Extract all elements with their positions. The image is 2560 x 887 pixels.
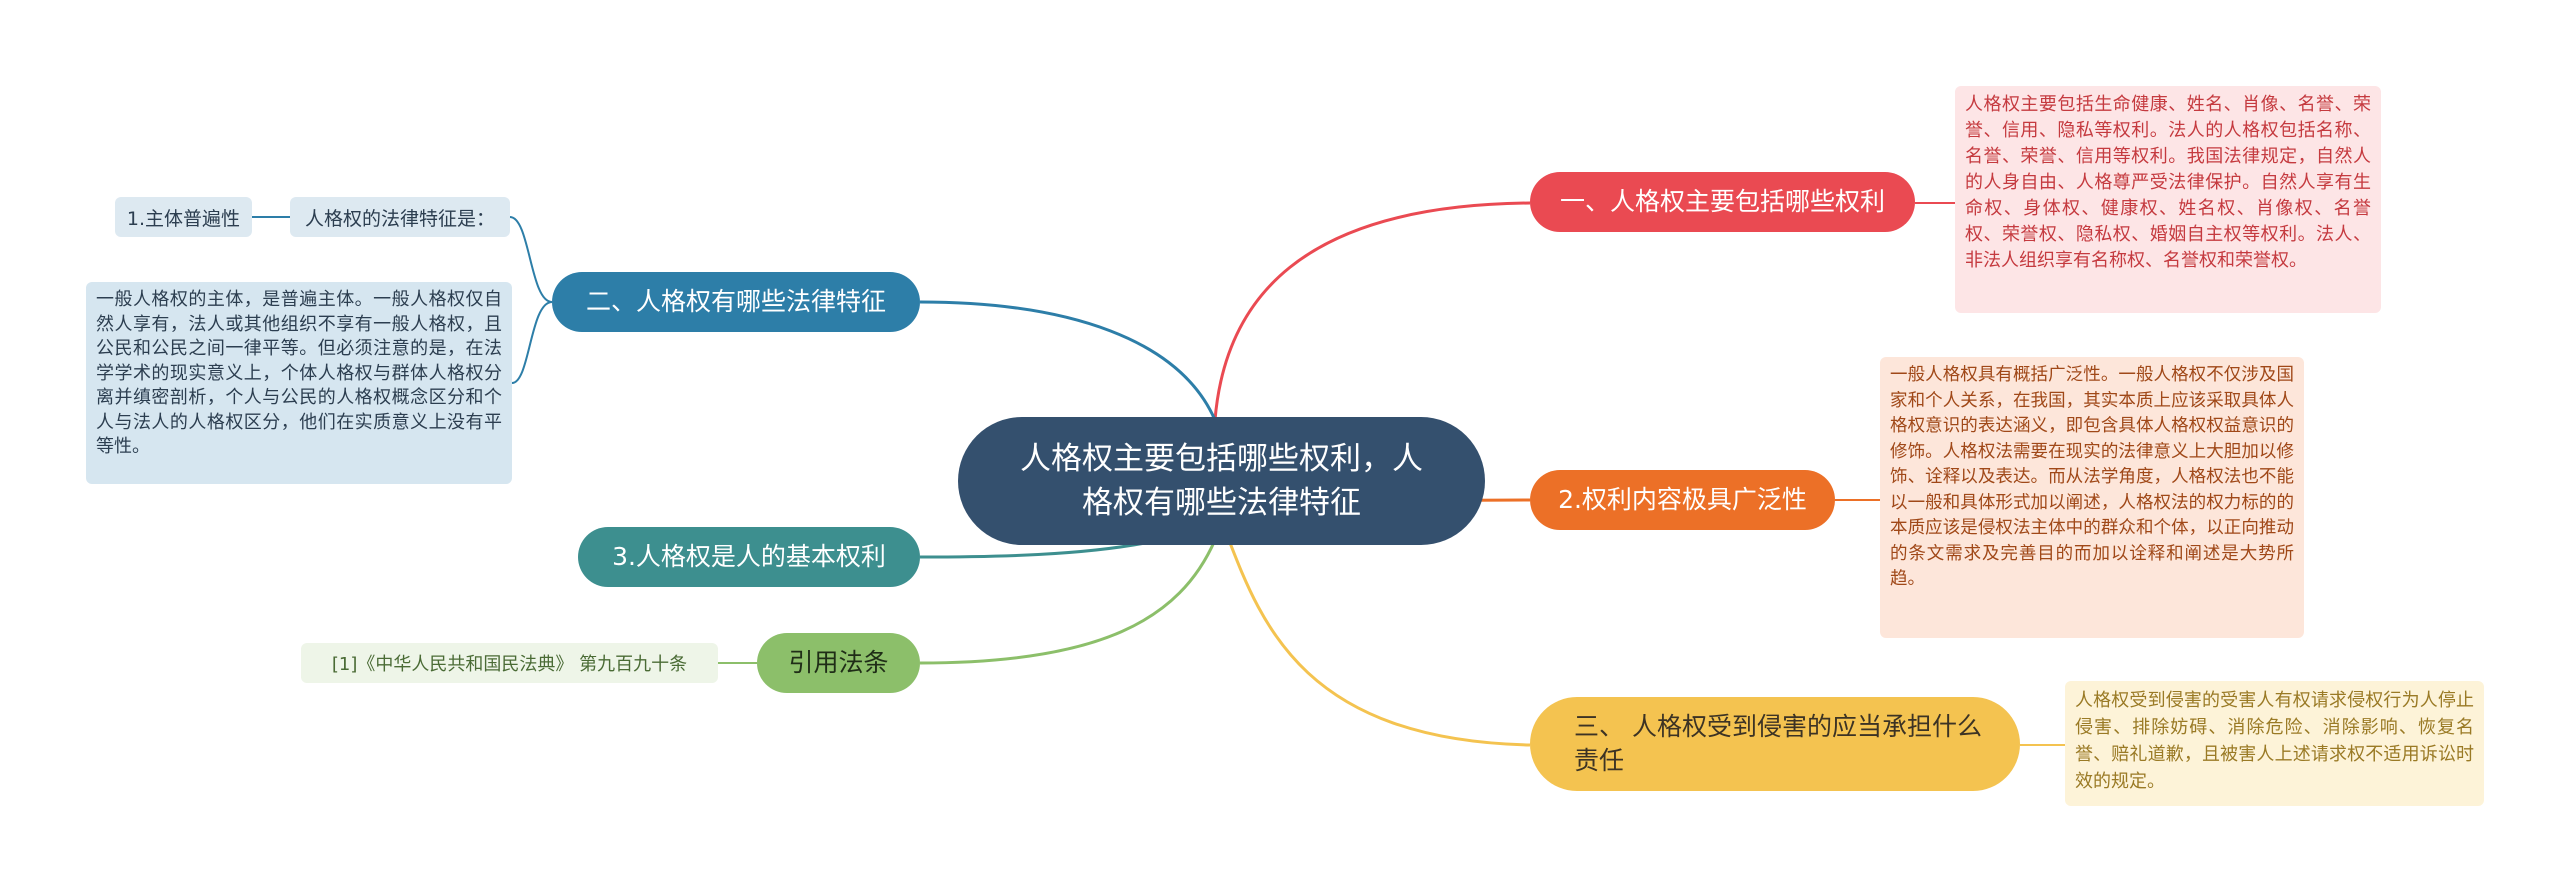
edge-center-rights xyxy=(1213,201,1531,421)
liability-detail-note: 人格权受到侵害的受害人有权请求侵权行为人停止侵害、排除妨碍、消除危险、消除影响、… xyxy=(2065,681,2484,806)
citation-ref-text: [1]《中华人民共和国民法典》 第九百九十条 xyxy=(331,654,688,675)
edge-features-detail xyxy=(511,301,553,384)
branch-basic-right-label: 3.人格权是人的基本权利 xyxy=(612,542,886,571)
broad-detail-text: 一般人格权具有概括广泛性。一般人格权不仅涉及国家和个人关系，在我国，其实本质上应… xyxy=(1890,365,2294,589)
branch-broad-label: 2.权利内容极具广泛性 xyxy=(1558,485,1807,514)
branch-liability-label: 三、 人格权受到侵害的应当承担什么责任 xyxy=(1574,712,1982,775)
central-topic-label: 人格权主要包括哪些权利，人格权有哪些法律特征 xyxy=(1020,441,1423,521)
feature-item-universality[interactable]: 1.主体普遍性 xyxy=(115,197,252,237)
citation-ref-note[interactable]: [1]《中华人民共和国民法典》 第九百九十条 xyxy=(301,643,718,683)
features-sub-topic-label: 人格权的法律特征是： xyxy=(304,207,495,230)
broad-detail-note: 一般人格权具有概括广泛性。一般人格权不仅涉及国家和个人关系，在我国，其实本质上应… xyxy=(1880,357,2304,638)
edge-center-features xyxy=(919,300,1217,421)
rights-detail-text: 人格权主要包括生命健康、姓名、肖像、名誉、荣誉、信用、隐私等权利。法人的人格权包… xyxy=(1965,94,2371,271)
feature-item-universality-label: 1.主体普遍性 xyxy=(126,207,241,230)
branch-features[interactable]: 二、人格权有哪些法律特征 xyxy=(552,272,920,332)
rights-detail-note: 人格权主要包括生命健康、姓名、肖像、名誉、荣誉、信用、隐私等权利。法人的人格权包… xyxy=(1955,86,2381,313)
features-detail-text: 一般人格权的主体，是普遍主体。一般人格权仅自然人享有，法人或其他组织不享有一般人… xyxy=(96,289,502,457)
edge-features-sub xyxy=(509,216,553,303)
branch-basic-right[interactable]: 3.人格权是人的基本权利 xyxy=(578,527,920,587)
branch-rights[interactable]: 一、人格权主要包括哪些权利 xyxy=(1530,172,1915,232)
liability-detail-text: 人格权受到侵害的受害人有权请求侵权行为人停止侵害、排除妨碍、消除危险、消除影响、… xyxy=(2075,690,2474,792)
edge-center-liability xyxy=(1223,529,1531,747)
features-sub-topic[interactable]: 人格权的法律特征是： xyxy=(290,197,510,237)
branch-features-label: 二、人格权有哪些法律特征 xyxy=(585,287,886,316)
branch-liability[interactable]: 三、 人格权受到侵害的应当承担什么责任 xyxy=(1530,697,2020,791)
features-detail-note: 一般人格权的主体，是普遍主体。一般人格权仅自然人享有，法人或其他组织不享有一般人… xyxy=(86,282,512,484)
branch-citation-label: 引用法条 xyxy=(788,648,889,677)
central-topic[interactable]: 人格权主要包括哪些权利，人格权有哪些法律特征 xyxy=(958,417,1485,545)
edge-center-basic xyxy=(919,541,1146,559)
edge-center-citation xyxy=(919,539,1217,665)
branch-citation[interactable]: 引用法条 xyxy=(757,633,920,693)
branch-rights-label: 一、人格权主要包括哪些权利 xyxy=(1559,187,1885,216)
branch-broad[interactable]: 2.权利内容极具广泛性 xyxy=(1530,470,1835,530)
